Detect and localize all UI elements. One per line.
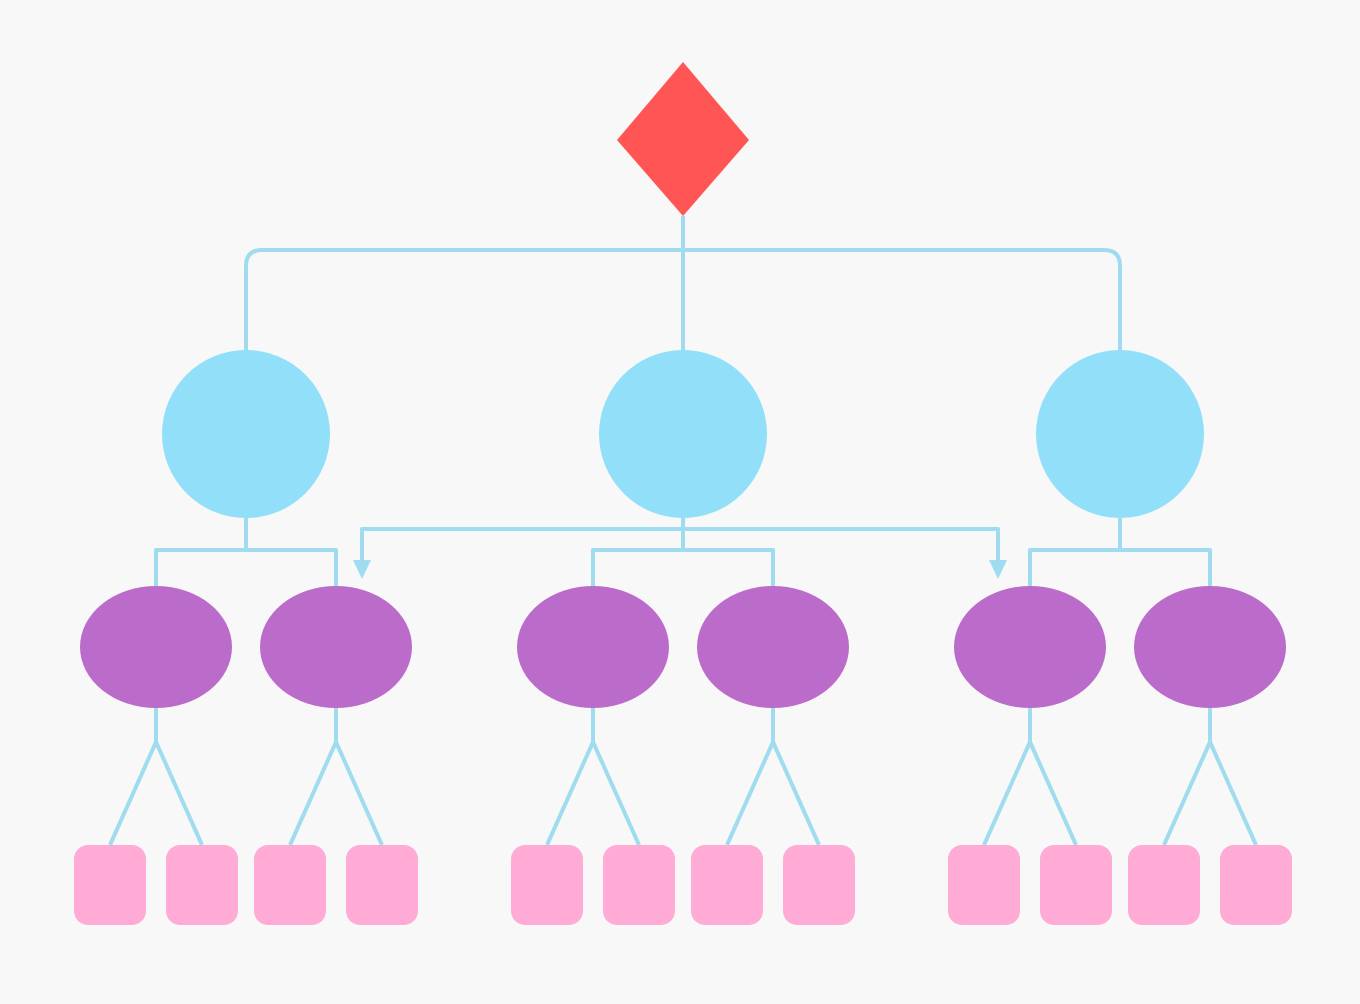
connector-level2-2-fork-left: [288, 741, 338, 846]
leaf-square-node-9: [948, 845, 1020, 925]
connector-level2-4-fork-right: [771, 741, 821, 846]
leaf-square-node-3: [254, 845, 326, 925]
leaf-square-node-1: [74, 845, 146, 925]
leaf-square-node-2: [166, 845, 238, 925]
leaf-square-node-7: [691, 845, 763, 925]
level2-ellipse-node-2: [260, 586, 412, 708]
cross-link-arrow-left: [353, 560, 371, 579]
leaf-square-node-4: [346, 845, 418, 925]
level2-ellipse-node-1: [80, 586, 232, 708]
leaf-square-node-11: [1128, 845, 1200, 925]
connector-level2-1-fork-left: [108, 741, 158, 846]
connector-level2-5-fork-right: [1028, 741, 1078, 846]
leaf-square-node-8: [783, 845, 855, 925]
connector-level2-2-fork-right: [334, 741, 384, 846]
connector-level1-2-bus: [591, 548, 775, 586]
cross-link-bus: [360, 527, 1000, 562]
connector-level2-6-fork-left: [1162, 741, 1212, 846]
level2-ellipse-node-3: [517, 586, 669, 708]
connector-level2-1-fork-right: [154, 741, 204, 846]
cross-link-arrow-right: [989, 560, 1007, 579]
connector-level2-3-fork-left: [545, 741, 595, 846]
connector-level2-6-fork-right: [1208, 741, 1258, 846]
root-diamond-node: [617, 62, 749, 216]
node-layer: [74, 62, 1292, 925]
leaf-square-node-5: [511, 845, 583, 925]
connector-root-bus: [244, 248, 1122, 350]
connector-level2-5-fork-left: [982, 741, 1032, 846]
connector-level1-3-bus: [1028, 548, 1212, 586]
connector-level2-4-fork-left: [725, 741, 775, 846]
level1-circle-node-1: [162, 350, 330, 518]
level1-circle-node-2: [599, 350, 767, 518]
level1-circle-node-3: [1036, 350, 1204, 518]
leaf-square-node-10: [1040, 845, 1112, 925]
connector-level2-3-fork-right: [591, 741, 641, 846]
leaf-square-node-6: [603, 845, 675, 925]
connector-level1-1-bus: [154, 548, 338, 586]
level2-ellipse-node-5: [954, 586, 1106, 708]
level2-ellipse-node-4: [697, 586, 849, 708]
leaf-square-node-12: [1220, 845, 1292, 925]
connector-layer: [108, 216, 1258, 846]
level2-ellipse-node-6: [1134, 586, 1286, 708]
